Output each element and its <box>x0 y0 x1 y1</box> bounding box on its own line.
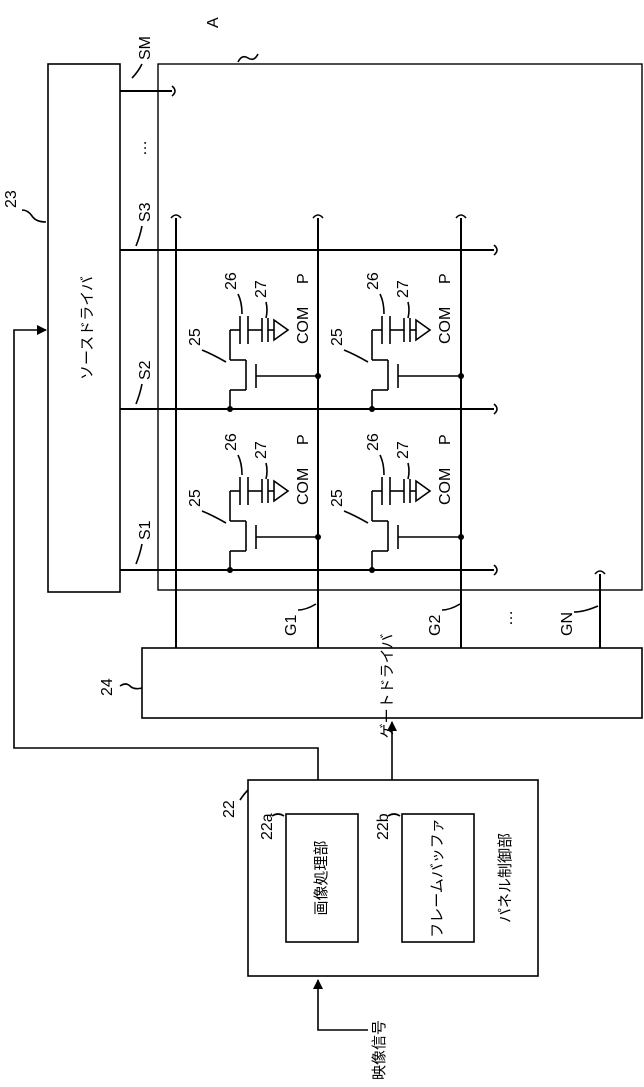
source-line-s3-break <box>494 245 497 255</box>
cap-ref-27: 27 <box>253 280 270 298</box>
s2-leader <box>136 384 142 404</box>
source-junction-dot <box>369 406 375 412</box>
source-junction-dot <box>369 567 375 573</box>
video-signal-input-wire <box>318 980 368 1030</box>
source-line-s1-break <box>494 565 497 575</box>
tft-ref-leader <box>202 511 226 523</box>
sm-leader <box>132 64 142 78</box>
gate-line-ellipsis: … <box>499 610 516 626</box>
cap-ref-26-leader <box>380 294 384 314</box>
source-driver-ref-leader <box>22 210 46 222</box>
video-signal-label: 映像信号 <box>371 1020 388 1080</box>
gate-driver-label: ゲートドライバ <box>379 634 396 739</box>
gate-junction-dot <box>458 534 464 540</box>
tft-ref-leader <box>344 350 368 362</box>
source-line-s2-break <box>494 404 497 414</box>
tft-ref: 25 <box>187 489 204 507</box>
g2-leader <box>442 604 460 610</box>
image-processing-ref: 22a <box>259 813 276 840</box>
panel-controller-label: パネル制御部 <box>497 833 514 923</box>
gate-line-gn-break <box>595 571 605 574</box>
cap-ref-27-leader <box>266 463 267 479</box>
frame-buffer-label: フレームバッファ <box>429 818 446 938</box>
cap-ref-26: 26 <box>365 272 382 290</box>
gate-driver-ref-leader <box>120 684 142 689</box>
panel-controller-ref-leader <box>240 790 248 800</box>
com-terminal-icon <box>274 320 288 340</box>
source-junction-dot <box>227 406 233 412</box>
cap-ref-26: 26 <box>223 433 240 451</box>
com-label: COM <box>295 307 312 344</box>
pixel-cell-r1c2: COM P 25 26 27 <box>329 433 464 573</box>
gn-leader <box>574 606 598 612</box>
gate-line-g1-break <box>313 215 323 218</box>
panel-controller-ref: 22 <box>221 800 238 818</box>
gate-junction-dot <box>315 373 321 379</box>
cap-ref-27: 27 <box>395 441 412 459</box>
tft-ref: 25 <box>329 489 346 507</box>
source-line-sm-break <box>172 86 175 96</box>
source-line-ellipsis: … <box>133 140 150 156</box>
gate-line-g2-break <box>456 215 466 218</box>
gate-line-label-g1: G1 <box>283 615 300 636</box>
image-processing-label: 画像処理部 <box>313 840 330 915</box>
source-driver-ref: 23 <box>3 190 20 208</box>
source-line-label-s2: S2 <box>137 360 154 380</box>
gate-junction-dot <box>458 373 464 379</box>
tft-ref-leader <box>344 511 368 523</box>
tft-ref-leader <box>202 350 226 362</box>
gate-line-label-gn: GN <box>559 612 576 636</box>
pixel-cell-r1c1: COM P 25 26 27 <box>187 433 321 573</box>
tft-ref: 25 <box>187 328 204 346</box>
cap-ref-27-leader <box>408 463 409 479</box>
com-label: COM <box>295 468 312 505</box>
cap-ref-26-leader <box>238 294 242 314</box>
cap-ref-27: 27 <box>395 280 412 298</box>
source-line-label-sm: SM <box>137 36 154 60</box>
panel-ref-label: A <box>205 17 222 28</box>
pixel-label: P <box>295 273 312 284</box>
pixel-label: P <box>437 273 454 284</box>
tft-ref: 25 <box>329 328 346 346</box>
com-terminal-icon <box>274 481 288 501</box>
gate-line-label-g2: G2 <box>427 615 444 636</box>
source-line-label-s1: S1 <box>137 520 154 540</box>
com-label: COM <box>437 468 454 505</box>
frame-buffer-ref: 22b <box>375 813 392 840</box>
gate-junction-dot <box>315 534 321 540</box>
cap-ref-27-leader <box>408 302 409 318</box>
s1-leader <box>136 544 142 564</box>
com-terminal-icon <box>416 481 430 501</box>
source-driver-label: ソースドライバ <box>79 276 96 380</box>
pixel-label: P <box>437 434 454 445</box>
pixel-cell-r2c1: COM P 25 26 27 <box>187 272 321 412</box>
s3-leader <box>136 226 142 246</box>
cap-ref-26: 26 <box>365 433 382 451</box>
pixel-label: P <box>295 434 312 445</box>
source-line-label-s3: S3 <box>137 202 154 222</box>
source-junction-dot <box>227 567 233 573</box>
pixel-cell-r2c2: COM P 25 26 27 <box>329 272 464 412</box>
gate-line-left-break <box>171 215 181 218</box>
cap-ref-26-leader <box>238 455 242 475</box>
cap-ref-26-leader <box>380 455 384 475</box>
cap-ref-27: 27 <box>253 441 270 459</box>
g1-leader <box>298 604 316 610</box>
cap-ref-26: 26 <box>223 272 240 290</box>
gate-driver-ref: 24 <box>99 678 116 696</box>
com-terminal-icon <box>416 320 430 340</box>
cap-ref-27-leader <box>266 302 267 318</box>
panel-ref-leader <box>238 54 258 62</box>
com-label: COM <box>437 307 454 344</box>
